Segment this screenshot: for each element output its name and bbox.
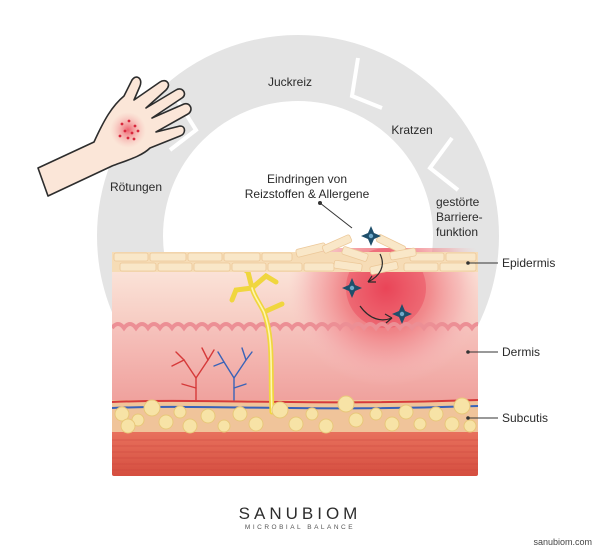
cycle-label-juckreiz: Juckreiz [268, 75, 312, 89]
fat-cells [114, 395, 477, 434]
separator-2 [349, 57, 383, 110]
separator-3 [427, 136, 460, 192]
artery-tree [171, 347, 215, 401]
layer-label-dermis: Dermis [502, 345, 540, 359]
allergen-3 [392, 304, 412, 324]
layer-label-subcutis: Subcutis [502, 411, 548, 425]
allergen-1 [361, 226, 381, 246]
skin-cross-section [112, 248, 478, 476]
cycle-label-kratzen: Kratzen [391, 123, 432, 137]
layer-label-epidermis: Epidermis [502, 256, 555, 270]
credit-text: sanubiom.com [533, 537, 592, 547]
layer-labels: Epidermis Dermis Subcutis [466, 256, 555, 425]
brand-logo-name: SANUBIOM [238, 504, 362, 523]
dermal-junction [112, 322, 478, 332]
vein-tree [213, 347, 253, 401]
cycle-label-roetungen: Rötungen [110, 180, 162, 194]
cycle-label-barriere-1: gestörte [436, 195, 480, 209]
annotation-pointer [319, 202, 353, 229]
allergen-arrow-1 [367, 253, 383, 283]
brand-tagline: MICROBIAL BALANCE [244, 524, 356, 531]
allergen-2 [342, 278, 362, 298]
annotation-line-2: Reizstoffen & Allergene [245, 187, 370, 201]
epidermis-layer [112, 234, 478, 275]
cycle-label-barriere-3: funktion [436, 225, 478, 239]
inflammation-zone [288, 248, 478, 386]
rash-spot [110, 112, 146, 148]
allergen-arrow-2 [359, 305, 393, 321]
hand-illustration [37, 76, 192, 197]
annotation-line-1: Eindringen von [267, 172, 347, 186]
cycle-label-barriere-2: Barriere- [436, 210, 483, 224]
allergen-particles [342, 226, 412, 324]
